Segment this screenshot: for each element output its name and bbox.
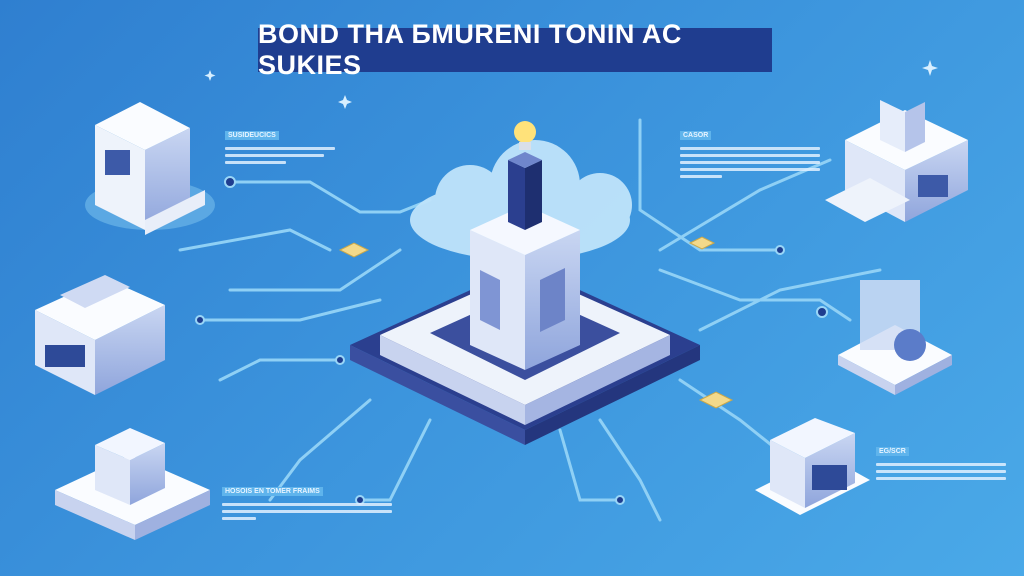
sparkle-icons	[204, 60, 938, 109]
building-top-left	[85, 102, 215, 235]
note-top-right: CASOR	[680, 124, 820, 182]
title-banner: BOND THA ƂMURENI TONIN AC SUKIES	[258, 19, 772, 80]
note-bottom-left: HOSOIS EN TOMER FRAIMS	[222, 480, 392, 524]
building-top-right	[825, 100, 968, 222]
building-mid-right	[838, 280, 952, 395]
note-heading: HOSOIS EN TOMER FRAIMS	[222, 487, 323, 496]
note-heading: CASOR	[680, 131, 712, 140]
connector-nodes	[195, 176, 828, 505]
note-top-left: SUSIDEUCICS	[225, 124, 335, 168]
building-bottom-right	[755, 418, 870, 515]
chip-icons	[338, 236, 734, 409]
page-title: BOND THA ƂMURENI TONIN AC SUKIES	[258, 19, 682, 80]
lightbulb-icon	[514, 121, 536, 143]
building-bottom-left	[55, 428, 210, 540]
building-mid-left	[35, 275, 165, 395]
note-heading: EG/SCR	[876, 447, 909, 456]
note-heading: SUSIDEUCICS	[225, 131, 279, 140]
central-tower	[470, 121, 580, 370]
note-bottom-right: EG/SCR	[876, 440, 1006, 484]
connector-lines	[178, 118, 882, 522]
